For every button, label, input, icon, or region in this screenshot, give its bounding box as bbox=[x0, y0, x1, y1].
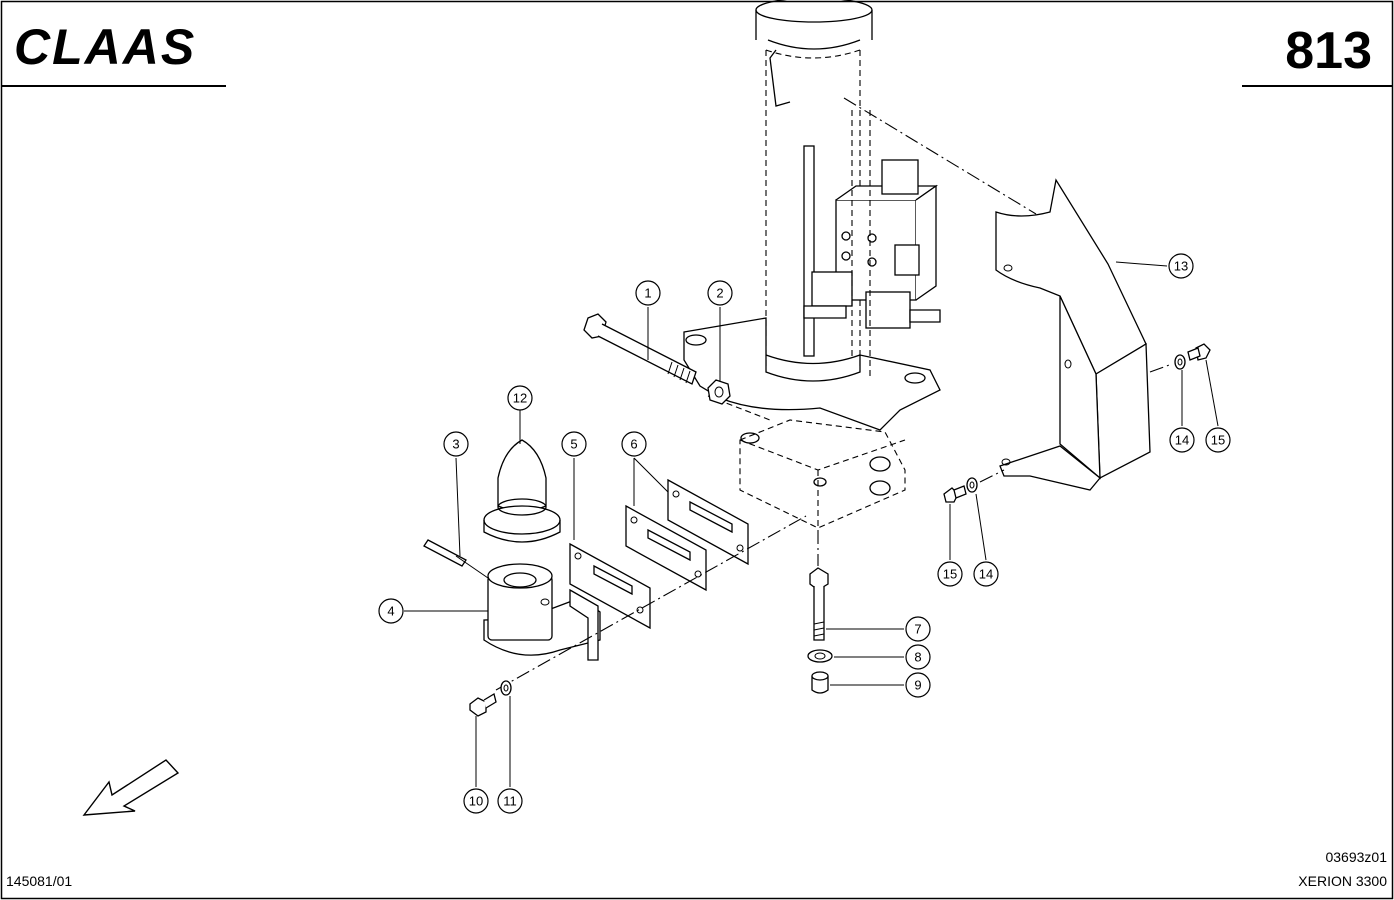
callout-1: 1 bbox=[635, 280, 661, 306]
callout-12: 12 bbox=[507, 385, 533, 411]
callout-4: 4 bbox=[378, 598, 404, 624]
svg-text:10: 10 bbox=[469, 794, 483, 809]
sleeve-part-9 bbox=[811, 671, 829, 694]
svg-text:5: 5 bbox=[570, 437, 577, 452]
callout-10: 10 bbox=[463, 788, 489, 814]
svg-text:1: 1 bbox=[644, 286, 651, 301]
svg-text:7: 7 bbox=[914, 622, 921, 637]
assembly-axis-line bbox=[495, 515, 807, 691]
callout-14-lower: 14 bbox=[973, 561, 999, 587]
svg-text:3: 3 bbox=[452, 437, 459, 452]
washer-part-11 bbox=[500, 680, 512, 696]
svg-text:15: 15 bbox=[1211, 433, 1225, 448]
cover-axis-line bbox=[979, 363, 1173, 483]
callout-14-upper: 14 bbox=[1169, 427, 1195, 453]
bracket-part-4 bbox=[483, 563, 601, 661]
callout-13: 13 bbox=[1168, 253, 1194, 279]
bolt-part-15-upper bbox=[1187, 343, 1211, 361]
svg-text:4: 4 bbox=[387, 604, 394, 619]
valve-block bbox=[803, 110, 941, 380]
sheet-code: 145081/01 bbox=[6, 873, 72, 889]
callout-15-upper: 15 bbox=[1205, 427, 1231, 453]
callout-15-lower: 15 bbox=[937, 561, 963, 587]
pin-part-3 bbox=[423, 539, 467, 567]
callout-3: 3 bbox=[443, 431, 469, 457]
svg-text:9: 9 bbox=[914, 678, 921, 693]
callout-9: 9 bbox=[905, 672, 931, 698]
callout-6: 6 bbox=[621, 431, 647, 457]
page-number: 813 bbox=[1285, 22, 1372, 80]
svg-text:13: 13 bbox=[1174, 259, 1188, 274]
plate-part-5 bbox=[569, 542, 651, 630]
cone-part-12 bbox=[483, 439, 561, 543]
svg-text:11: 11 bbox=[503, 794, 517, 809]
callout-5: 5 bbox=[561, 431, 587, 457]
bolt-part-1 bbox=[583, 313, 697, 385]
nut-part-2 bbox=[707, 379, 731, 405]
svg-text:14: 14 bbox=[1175, 433, 1189, 448]
svg-text:2: 2 bbox=[716, 286, 723, 301]
bolt-part-10 bbox=[469, 692, 497, 717]
callout-8: 8 bbox=[905, 644, 931, 670]
direction-arrow-icon bbox=[82, 759, 180, 816]
model-name: XERION 3300 bbox=[1298, 873, 1387, 889]
svg-text:6: 6 bbox=[630, 437, 637, 452]
leader-lines bbox=[404, 261, 1219, 787]
callout-7: 7 bbox=[905, 616, 931, 642]
svg-text:8: 8 bbox=[914, 650, 921, 665]
svg-text:15: 15 bbox=[943, 567, 957, 582]
callout-2: 2 bbox=[707, 280, 733, 306]
svg-text:14: 14 bbox=[979, 567, 993, 582]
plate-part-6 bbox=[625, 478, 749, 592]
brand-logo: CLAAS bbox=[14, 19, 196, 75]
callout-11: 11 bbox=[497, 788, 523, 814]
washer-part-14-lower bbox=[966, 477, 978, 493]
bolt-part-7 bbox=[809, 530, 829, 641]
drawing-code: 03693z01 bbox=[1325, 849, 1387, 865]
bolt-part-15-lower bbox=[943, 485, 967, 503]
washer-part-8 bbox=[807, 649, 833, 663]
steering-column bbox=[683, 0, 941, 431]
svg-text:12: 12 bbox=[513, 391, 527, 406]
cover-part-13 bbox=[843, 97, 1151, 491]
washer-part-14-upper bbox=[1174, 354, 1186, 370]
